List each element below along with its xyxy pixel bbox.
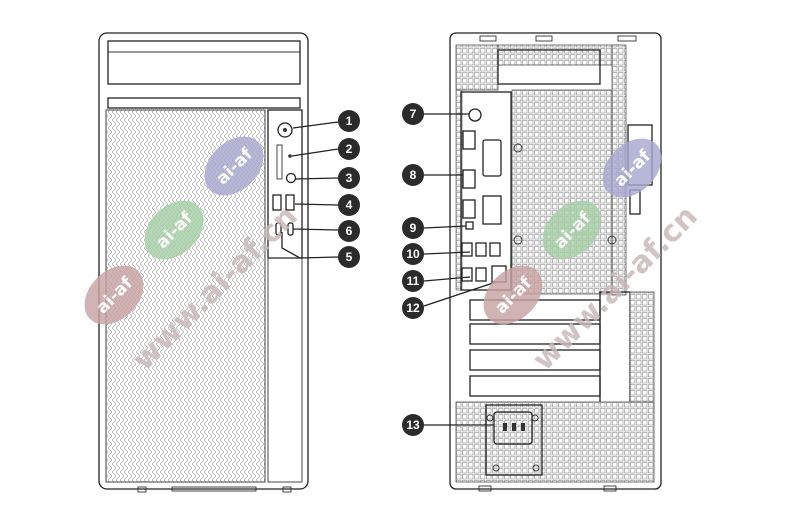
front-foot-bar (171, 486, 257, 492)
rear-vga-port (482, 195, 502, 225)
callout-label: 10 (406, 247, 420, 261)
front-foot-left (137, 486, 147, 493)
callout-badge (338, 246, 360, 268)
psu-plate (485, 404, 543, 476)
rear-usb-3 (489, 242, 501, 257)
watermark-badge-blue: ai-af (602, 138, 662, 198)
watermark-badge-green: ai-af (144, 200, 204, 260)
optical-drive-bay (107, 40, 301, 85)
callout-badge (402, 243, 424, 265)
callouts: 1 2 3 4 5 6 7 8 9 10 11 12 13 (338, 103, 424, 436)
watermark-badge-green: ai-af (542, 200, 602, 260)
callout-badge (338, 194, 360, 216)
callout-label: 13 (406, 418, 420, 432)
activity-led (288, 154, 292, 158)
drive-bay-strip (107, 97, 301, 109)
power-button-dot (283, 128, 287, 132)
front-view (98, 32, 309, 493)
rear-usb-2 (475, 242, 487, 257)
callout-label: 12 (406, 301, 420, 315)
rear-serial-port (482, 139, 502, 177)
watermark-badge-blue: ai-af (204, 136, 264, 196)
callout-label: 5 (346, 250, 353, 264)
callout-badge (402, 164, 424, 186)
rear-usb-1 (461, 242, 473, 257)
callout-badge (402, 270, 424, 292)
front-usb-port-2 (285, 194, 295, 211)
rear-displayport-1 (462, 130, 476, 150)
power-button (277, 122, 293, 138)
rear-displayport-3 (462, 199, 476, 219)
callout-badge (402, 217, 424, 239)
front-usb-port-1 (272, 194, 282, 211)
watermark-badge-red: ai-af (84, 265, 144, 325)
io-shield (460, 91, 512, 291)
expansion-slot-4 (469, 375, 601, 397)
rear-fan-vent (511, 89, 613, 295)
callout-label: 7 (410, 107, 417, 121)
front-case-outline (98, 32, 309, 490)
callout-label: 9 (410, 221, 417, 235)
callout-badge (402, 103, 424, 125)
card-reader-slot (276, 144, 283, 180)
callout-badge (338, 167, 360, 189)
top-opening (497, 49, 601, 85)
callout-badge (402, 414, 424, 436)
rear-audio-port (468, 108, 482, 122)
callout-label: 11 (407, 274, 420, 288)
callout-badge (338, 138, 360, 160)
rear-displayport-2 (462, 169, 476, 189)
callout-badge (402, 297, 424, 319)
back-case-outline (449, 32, 662, 490)
watermark-badge-red: ai-af (483, 265, 543, 325)
callout-label: 6 (346, 224, 353, 238)
callout-label: 2 (346, 142, 353, 156)
callout-label: 1 (346, 114, 353, 128)
power-inlet (493, 411, 533, 445)
callout-badge (338, 220, 360, 242)
callout-label: 8 (410, 168, 417, 182)
leader-lines (281, 113, 497, 426)
rear-usb-4 (461, 267, 473, 282)
callout-label: 4 (346, 198, 353, 212)
rear-small-port (465, 221, 474, 230)
callout-label: 3 (346, 171, 353, 185)
front-side-strip (267, 257, 303, 483)
front-foot-right (282, 486, 292, 493)
rear-usb-5 (475, 267, 487, 282)
audio-jack (285, 172, 297, 184)
front-usb-c-port-1 (275, 222, 282, 236)
callout-badge (338, 110, 360, 132)
